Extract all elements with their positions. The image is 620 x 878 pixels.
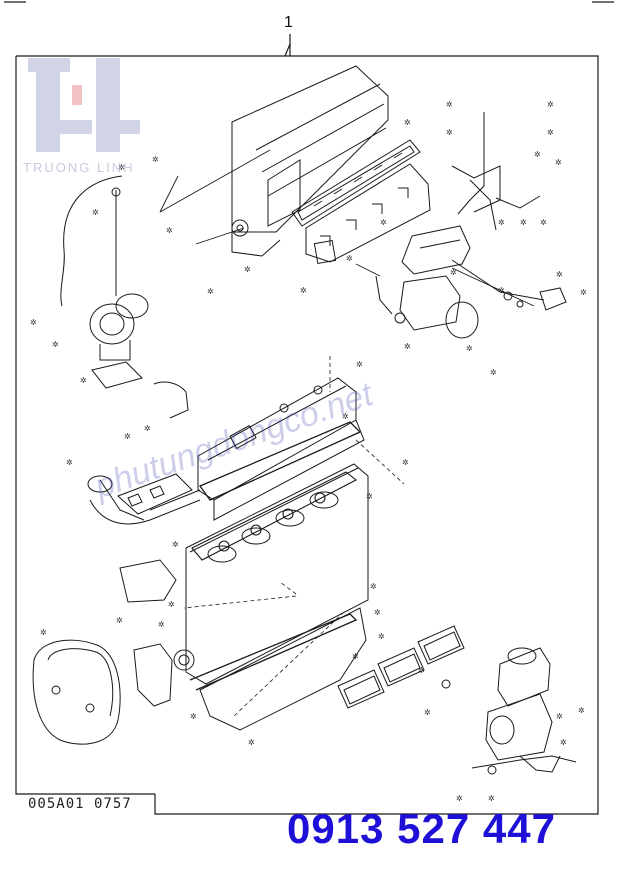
part-marker: ✲ <box>366 492 373 501</box>
part-marker: ✲ <box>404 118 411 127</box>
leader-lines-top <box>159 122 535 307</box>
timing-cover <box>32 639 195 745</box>
part-marker: ✲ <box>346 254 353 263</box>
head-gasket <box>191 471 358 561</box>
part-marker: ✲ <box>152 155 159 164</box>
part-marker: ✲ <box>466 344 473 353</box>
turbocharger <box>60 175 149 389</box>
part-marker: ✲ <box>580 288 587 297</box>
part-marker: ✲ <box>124 432 131 441</box>
contact-phone: 0913 527 447 <box>287 805 556 852</box>
part-marker: ✲ <box>540 218 547 227</box>
dashed-leaders <box>183 356 405 717</box>
part-marker: ✲ <box>498 286 505 295</box>
part-marker: ✲ <box>190 712 197 721</box>
cylinder-head <box>149 377 365 521</box>
part-marker: ✲ <box>30 318 37 327</box>
part-marker: ✲ <box>370 582 377 591</box>
part-marker: ✲ <box>404 342 411 351</box>
part-marker: ✲ <box>374 608 381 617</box>
part-marker: ✲ <box>378 632 385 641</box>
part-marker: ✲ <box>66 458 73 467</box>
manifold-block <box>305 163 431 264</box>
rocker-gasket <box>291 139 421 227</box>
part-marker: ✲ <box>172 540 179 549</box>
part-marker: ✲ <box>342 412 349 421</box>
part-marker: ✲ <box>118 163 125 172</box>
part-marker: ✲ <box>424 708 431 717</box>
part-marker: ✲ <box>80 376 87 385</box>
part-marker: ✲ <box>300 286 307 295</box>
part-marker: ✲ <box>446 100 453 109</box>
part-marker: ✲ <box>356 360 363 369</box>
part-marker: ✲ <box>456 794 463 803</box>
part-marker: ✲ <box>244 265 251 274</box>
engine-block-upper <box>231 65 389 257</box>
oil-pan <box>189 607 367 731</box>
exhaust-manifold <box>87 381 201 525</box>
cylinder-block <box>119 463 369 685</box>
part-marker: ✲ <box>547 100 554 109</box>
side-cover-gaskets <box>337 625 465 709</box>
part-marker: ✲ <box>490 368 497 377</box>
part-marker: ✲ <box>166 226 173 235</box>
reference-number: 1 <box>284 14 293 31</box>
diagram-frame <box>4 1 614 815</box>
part-marker: ✲ <box>402 458 409 467</box>
part-marker: ✲ <box>248 738 255 747</box>
part-marker: ✲ <box>534 150 541 159</box>
part-marker: ✲ <box>52 340 59 349</box>
pipe-lines <box>451 112 567 311</box>
part-marker: ✲ <box>168 600 175 609</box>
air-compressor <box>471 647 577 775</box>
part-marker: ✲ <box>520 218 527 227</box>
watermark-logo <box>28 58 140 152</box>
watermark-brand-text: TRUONG LINH <box>23 160 135 175</box>
part-marker: ✲ <box>446 128 453 137</box>
part-marker: ✲ <box>418 666 425 675</box>
valve-cover-gasket <box>199 421 362 501</box>
part-marker: ✲ <box>547 128 554 137</box>
part-marker: ✲ <box>380 218 387 227</box>
part-marker: ✲ <box>352 652 359 661</box>
part-marker: ✲ <box>555 158 562 167</box>
part-marker: ✲ <box>488 794 495 803</box>
part-marker: ✲ <box>578 706 585 715</box>
part-marker: ✲ <box>556 270 563 279</box>
part-marker: ✲ <box>560 738 567 747</box>
part-marker: ✲ <box>92 208 99 217</box>
part-marker: ✲ <box>40 628 47 637</box>
part-marker: ✲ <box>556 712 563 721</box>
part-marker: ✲ <box>144 424 151 433</box>
part-marker: ✲ <box>498 218 505 227</box>
rear-housing <box>375 165 501 339</box>
part-marker: ✲ <box>207 287 214 296</box>
part-marker: ✲ <box>450 268 457 277</box>
part-marker: ✲ <box>158 620 165 629</box>
document-code: 005A01 0757 <box>28 796 132 812</box>
part-marker: ✲ <box>116 616 123 625</box>
